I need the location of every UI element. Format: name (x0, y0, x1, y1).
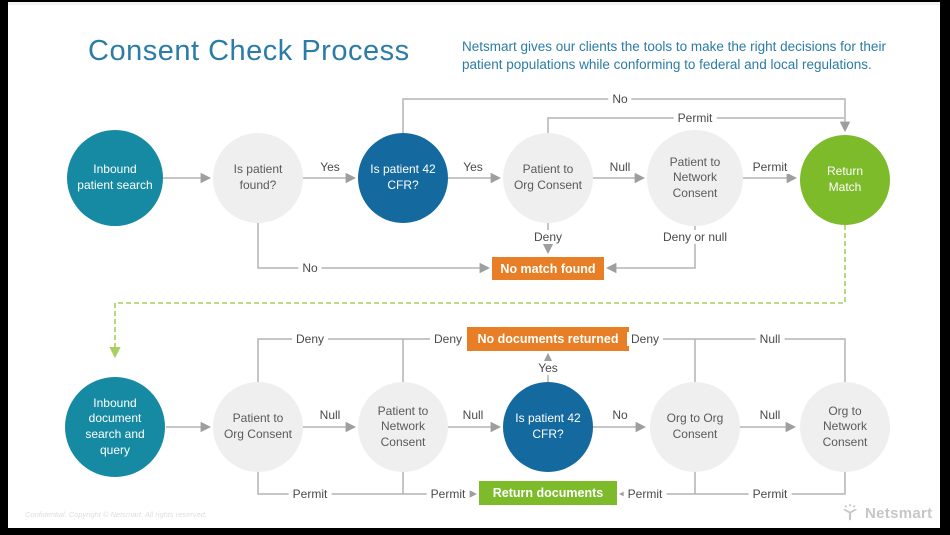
node-org-to-network-consent: Org to Network Consent (800, 382, 890, 472)
edge-label-permit: Permit (748, 160, 792, 174)
node-label: Return Match (826, 164, 864, 194)
edge-label-yes: Yes (459, 160, 487, 174)
edge-label-null: Null (315, 408, 345, 422)
node-patient-to-org-consent-top: Patient to Org Consent (503, 133, 593, 223)
edge-label-yes: Yes (534, 361, 562, 375)
netsmart-logo: Netsmart (840, 503, 932, 523)
edge-label-null: Null (755, 408, 785, 422)
edge-label-deny: Deny (626, 332, 664, 346)
node-label: Org to Network Consent (822, 403, 868, 449)
edge-label-permit: Permit (748, 487, 792, 501)
edge-label-no: No (608, 92, 632, 106)
edge-label-no: No (298, 261, 322, 275)
node-org-to-org-consent: Org to Org Consent (650, 382, 740, 472)
green-dashed-connector (109, 225, 846, 359)
edge-label-null: Null (605, 160, 635, 174)
node-label: Inbound patient search (77, 162, 153, 192)
confidential-footer: Confidential. Copyright © Netsmart. All … (25, 510, 207, 519)
node-is-patient-42cfr-top: Is patient 42 CFR? (358, 133, 448, 223)
edge-label-null: Null (755, 332, 785, 346)
netsmart-trident-icon (842, 504, 858, 521)
netsmart-brand-text: Netsmart (865, 504, 933, 522)
node-label: Inbound document search and query (85, 395, 145, 457)
node-label: Is patient 42 CFR? (370, 162, 436, 192)
edge-label-permit: Permit (623, 487, 667, 501)
node-patient-to-network-consent-bottom: Patient to Network Consent (358, 382, 448, 472)
node-is-patient-found: Is patient found? (213, 133, 303, 223)
node-inbound-patient-search: Inbound patient search (67, 130, 163, 226)
node-return-match: Return Match (800, 135, 890, 225)
edge-label-permit: Permit (288, 487, 332, 501)
node-label: Is patient 42 CFR? (515, 411, 581, 441)
box-return-documents: Return documents (479, 481, 617, 505)
edge-label-deny: Deny (291, 332, 329, 346)
node-patient-to-network-consent-top: Patient to Network Consent (647, 130, 743, 226)
node-is-patient-42cfr-bottom: Is patient 42 CFR? (503, 382, 593, 472)
node-label: Patient to Network Consent (377, 403, 429, 449)
edge-label-deny: Deny (529, 230, 567, 244)
edge-label-permit: Permit (673, 111, 717, 125)
edge-label-null: Null (458, 408, 488, 422)
node-label: Patient to Org Consent (513, 162, 583, 192)
edge-label-no: No (608, 408, 632, 422)
box-no-match-found: No match found (492, 257, 604, 280)
box-no-documents-returned: No documents returned (467, 327, 629, 351)
slide-canvas: Consent Check Process Netsmart gives our… (8, 2, 940, 528)
edge-label-deny: Deny (429, 332, 467, 346)
node-inbound-document-search: Inbound document search and query (65, 377, 165, 477)
node-patient-to-org-consent-bottom: Patient to Org Consent (213, 382, 303, 472)
edge-label-deny-or-null: Deny or null (658, 230, 732, 244)
page-title: Consent Check Process (88, 35, 410, 67)
node-label: Patient to Org Consent (223, 411, 293, 441)
edge-label-permit: Permit (426, 487, 470, 501)
edge-label-yes: Yes (316, 160, 344, 174)
subtitle-text: Netsmart gives our clients the tools to … (462, 39, 886, 73)
node-label: Org to Org Consent (666, 411, 724, 441)
node-label: Patient to Network Consent (669, 154, 721, 200)
node-label: Is patient found? (233, 162, 283, 192)
